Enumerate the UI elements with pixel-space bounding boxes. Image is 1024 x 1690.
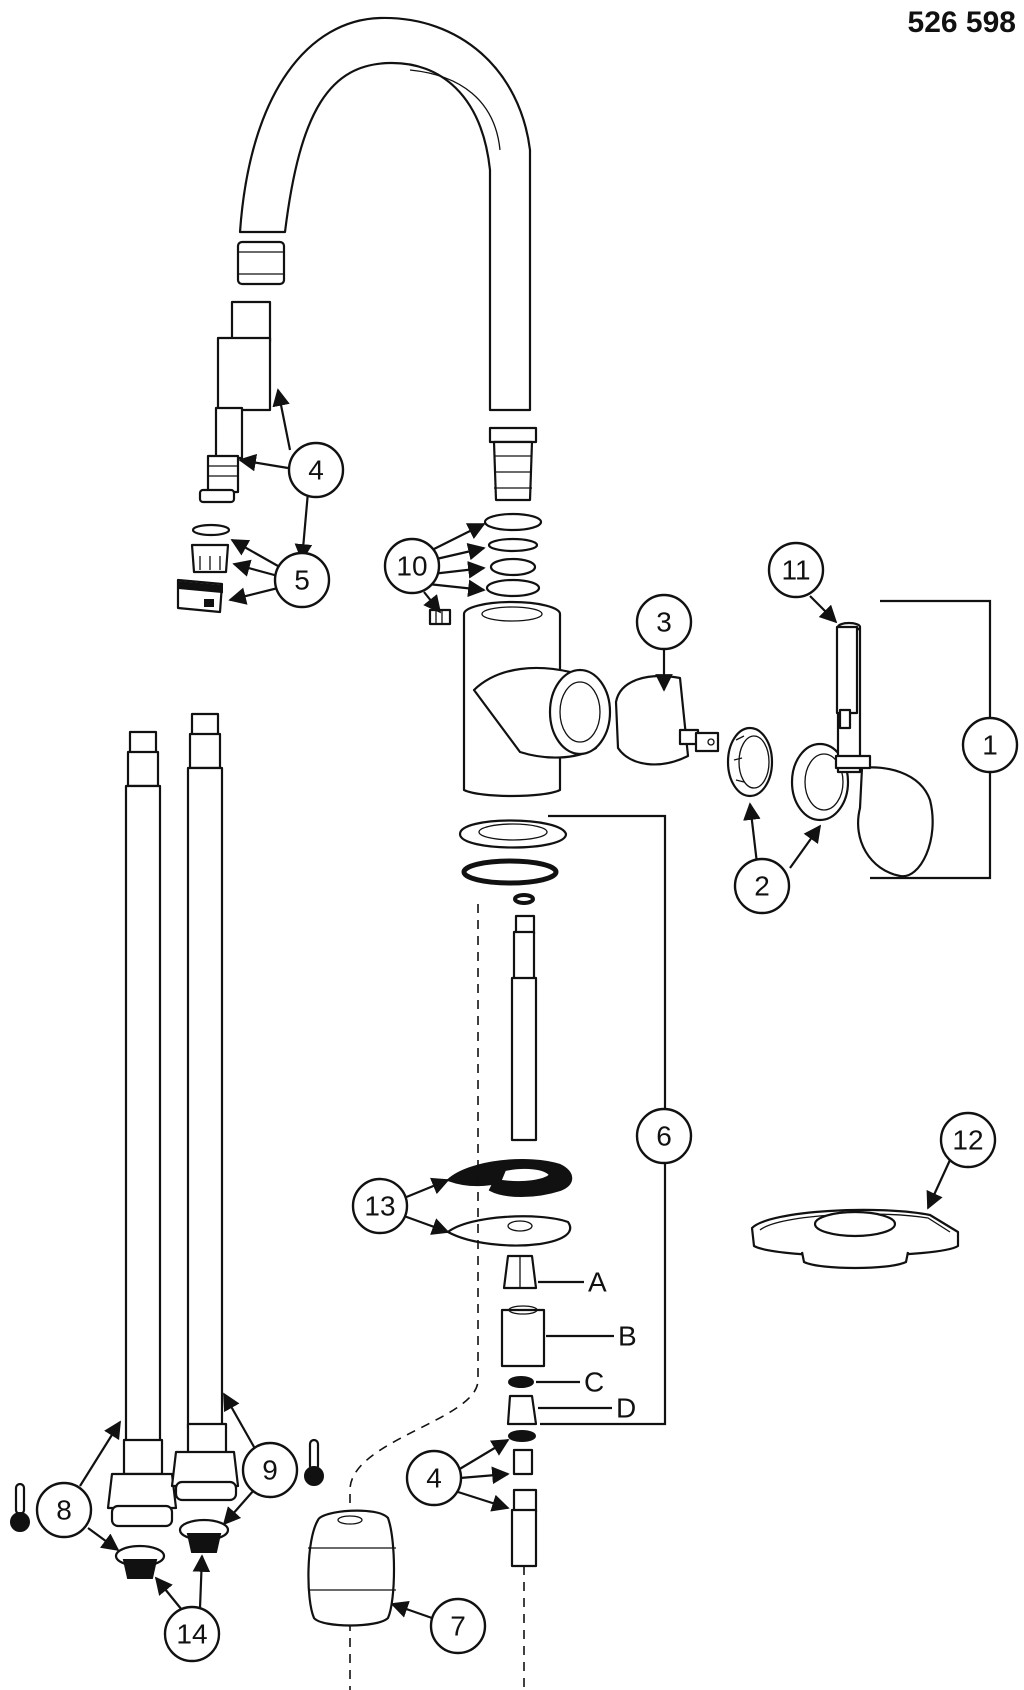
spout-connector (483, 426, 543, 598)
hose-weight (307, 1509, 396, 1627)
svg-text:4: 4 (426, 1463, 442, 1494)
callout-4-bottom: 4 (405, 1449, 463, 1507)
fitting-b (500, 1305, 546, 1368)
label-b: B (618, 1321, 637, 1352)
fitting-d (506, 1394, 538, 1442)
svg-text:6: 6 (656, 1121, 672, 1152)
svg-text:5: 5 (294, 565, 310, 596)
callout-1: 1 (961, 716, 1019, 774)
callout-3: 3 (635, 593, 693, 651)
spout (238, 16, 532, 412)
svg-text:10: 10 (396, 551, 427, 582)
threaded-mounting-rod (510, 914, 538, 1142)
callout-7: 7 (429, 1597, 487, 1655)
label-d: D (616, 1393, 636, 1424)
lower-hose-fitting (510, 1448, 538, 1568)
handle-pin (835, 625, 859, 730)
label-a: A (588, 1267, 607, 1298)
callout-10: 10 (383, 537, 441, 595)
adapter-left (114, 1544, 166, 1579)
callout-13: 13 (351, 1177, 409, 1235)
svg-text:1: 1 (982, 730, 998, 761)
callout-11: 11 (767, 541, 825, 599)
callout-9: 9 (241, 1441, 299, 1499)
svg-text:4: 4 (308, 455, 324, 486)
base-gasket (458, 819, 568, 905)
horseshoe-washers (446, 1159, 573, 1247)
callout-5: 5 (273, 551, 331, 609)
callout-2: 2 (733, 857, 791, 915)
label-c: C (584, 1367, 604, 1398)
pull-out-hose-parts (176, 240, 286, 614)
cartridge-nut-and-cover (726, 726, 850, 822)
callout-4-top: 4 (287, 441, 345, 499)
thermometer-icon (304, 1438, 324, 1486)
svg-text:3: 3 (656, 607, 672, 638)
svg-text:2: 2 (754, 871, 770, 902)
svg-text:8: 8 (56, 1495, 72, 1526)
svg-text:14: 14 (176, 1619, 207, 1650)
deck-plate (750, 1208, 960, 1270)
document-number: 526 598 (907, 6, 1016, 39)
fitting-a (502, 1254, 538, 1290)
svg-text:13: 13 (364, 1191, 395, 1222)
callout-14: 14 (163, 1605, 221, 1663)
svg-text:7: 7 (450, 1611, 466, 1642)
supply-hose-left (106, 730, 178, 1528)
adapter-right (178, 1518, 230, 1553)
faucet-body (428, 600, 612, 798)
svg-text:12: 12 (952, 1125, 983, 1156)
fitting-c (508, 1376, 534, 1388)
callout-8: 8 (35, 1481, 93, 1539)
svg-text:9: 9 (262, 1455, 278, 1486)
callout-6: 6 (635, 1107, 693, 1165)
thermometer-icon (10, 1482, 30, 1532)
supply-hose-right (170, 712, 240, 1502)
callout-12: 12 (939, 1111, 997, 1169)
leader-lines (79, 388, 951, 1620)
hose-route (349, 904, 479, 1690)
cartridge (614, 674, 720, 766)
svg-text:11: 11 (781, 555, 810, 586)
